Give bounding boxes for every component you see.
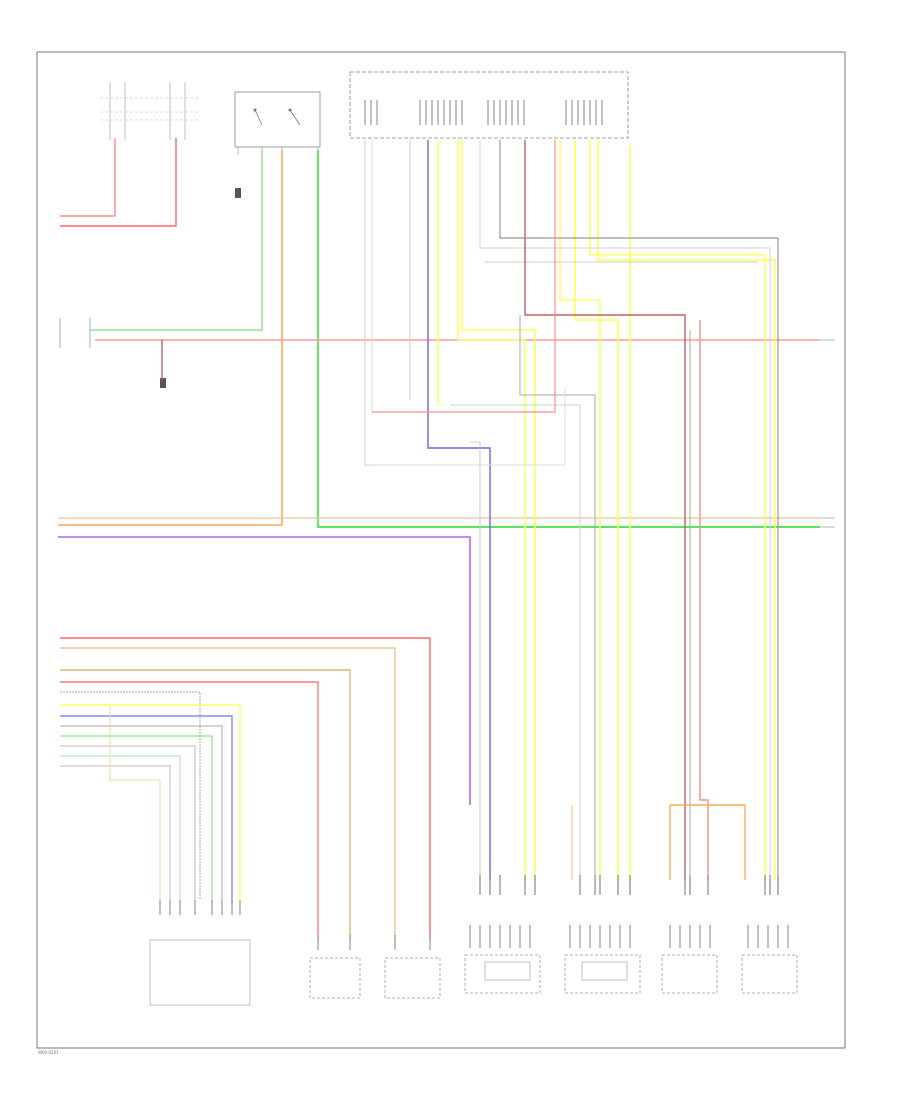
ground-icon bbox=[160, 378, 166, 388]
wire-orange bbox=[670, 804, 746, 880]
wire-tan bbox=[60, 647, 396, 940]
wire-yellow bbox=[559, 140, 601, 880]
right-edge-terminals bbox=[820, 339, 835, 528]
wire-red bbox=[60, 681, 319, 940]
wire-red bbox=[60, 138, 177, 227]
wire-yellow bbox=[60, 704, 241, 905]
sensor-box-left bbox=[149, 939, 251, 1006]
ground-icon bbox=[235, 188, 241, 198]
wire-gray bbox=[60, 745, 196, 905]
wire-yellow bbox=[457, 140, 526, 880]
wire-brown-red bbox=[524, 140, 686, 880]
wire-red bbox=[699, 320, 709, 880]
wire-red bbox=[60, 637, 431, 940]
wire-gray bbox=[364, 140, 375, 466]
wire-gray bbox=[450, 404, 581, 880]
wire-gray bbox=[375, 388, 566, 466]
wire-yellow bbox=[589, 140, 766, 880]
control-module bbox=[349, 71, 629, 139]
motor-box-3 bbox=[661, 925, 718, 994]
fuse-group-left bbox=[100, 82, 200, 140]
wire-yellow bbox=[597, 140, 776, 880]
wire-lt-green bbox=[60, 735, 213, 905]
wire-blue bbox=[427, 140, 491, 880]
motor-box-2 bbox=[564, 925, 641, 994]
wire-bright-green bbox=[317, 150, 820, 528]
wire-yellow bbox=[574, 140, 619, 880]
motor-box-4 bbox=[741, 925, 798, 994]
wire-red bbox=[60, 138, 116, 217]
wire-violet bbox=[58, 536, 471, 805]
wire-gray bbox=[519, 315, 596, 880]
bottom-connector-left bbox=[159, 900, 241, 915]
wire-dark-gray bbox=[499, 140, 779, 880]
wire-red bbox=[372, 140, 556, 413]
switch-icon bbox=[254, 109, 301, 126]
wire-gray bbox=[479, 140, 771, 880]
wire-orange bbox=[58, 150, 283, 526]
switch-module bbox=[234, 91, 321, 155]
wire-tan bbox=[60, 669, 351, 940]
wire-lt-green bbox=[60, 755, 181, 905]
wire-gray bbox=[60, 765, 171, 905]
diagram-frame bbox=[36, 51, 846, 1049]
footer-code: W60-0201 bbox=[38, 1050, 59, 1055]
motor-box-1 bbox=[464, 925, 541, 994]
wire-blue bbox=[60, 715, 233, 905]
wire-gray bbox=[60, 725, 223, 905]
relay-box-1 bbox=[309, 935, 361, 999]
wire-gray bbox=[470, 441, 481, 880]
wire-gray-dash bbox=[60, 691, 201, 900]
wire-green bbox=[90, 150, 263, 331]
wire-tan bbox=[109, 705, 161, 905]
left-component bbox=[59, 318, 91, 348]
relay-box-2 bbox=[384, 935, 441, 999]
connector-pin-icon bbox=[479, 875, 779, 895]
wire-yellow bbox=[461, 140, 536, 880]
